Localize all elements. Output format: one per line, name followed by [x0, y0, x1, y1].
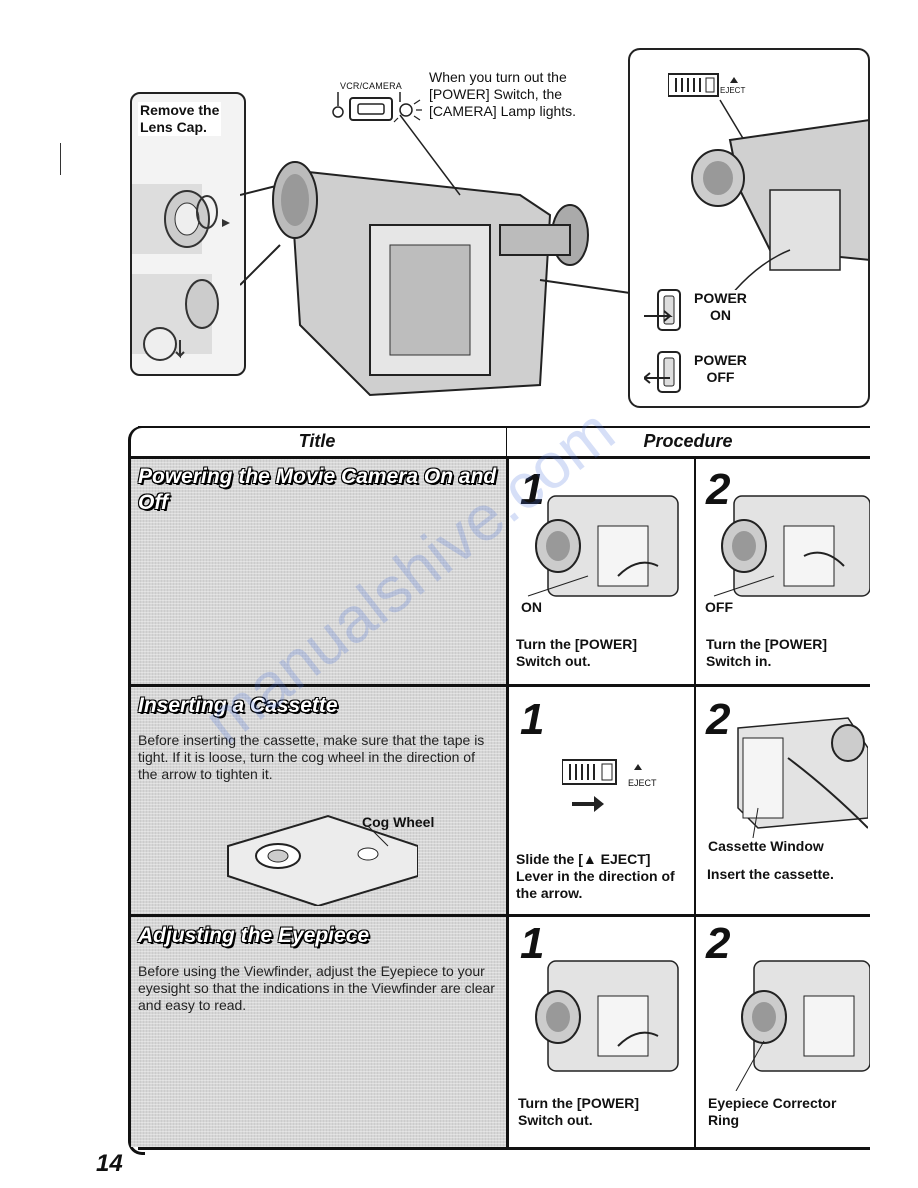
cog-wheel-label: Cog Wheel	[362, 814, 435, 830]
lens-cap-label: Remove the Lens Cap.	[138, 102, 222, 136]
title-header: Title	[298, 431, 336, 451]
table-left-border	[128, 426, 145, 1155]
eject-lever-icon	[668, 73, 738, 97]
procedure-header: Procedure	[643, 431, 733, 451]
step-caption: Turn the [POWER] Switch in.	[706, 636, 828, 669]
eyepiece-step2-illustration	[735, 960, 870, 1091]
step-caption: Eyepiece Corrector Ring	[708, 1095, 837, 1128]
section-title-eyepiece: Adjusting the Eyepiece	[138, 924, 370, 947]
step-caption: Turn the [POWER] Switch out.	[516, 636, 638, 669]
lens-cap-illustration	[132, 184, 230, 361]
step-number: 2	[706, 919, 731, 968]
camera-closeup-illustration	[691, 99, 868, 290]
step-number: 1	[520, 919, 545, 968]
vcr-camera-label: VCR/CAMERA	[340, 81, 403, 91]
section-body-eyepiece: Before using the Viewfinder, adjust the …	[138, 963, 495, 1013]
power-on-step-illustration	[527, 495, 679, 597]
step-number: 2	[706, 695, 731, 744]
step-label-off: OFF	[705, 599, 733, 615]
title-column	[131, 459, 506, 1147]
power-on-icon	[644, 289, 681, 331]
eject-label-small: EJECT	[628, 778, 657, 788]
row-divider-1	[131, 684, 870, 687]
power-off-step-illustration	[713, 495, 870, 597]
power-switch-panel: EJECT POWER ON POWER OFF	[628, 48, 870, 408]
step-caption: Insert the cassette.	[707, 866, 834, 882]
step-caption: Slide the [▲ EJECT] Lever in the directi…	[516, 851, 675, 901]
insert-cassette-illustration	[737, 717, 868, 838]
step-label-on: ON	[521, 599, 542, 615]
power-off-label: POWER OFF	[694, 352, 747, 385]
header-divider	[506, 428, 507, 458]
step-caption: Turn the [POWER] Switch out.	[518, 1095, 640, 1128]
procedure-table: Title Procedure Powering the Movie Camer…	[128, 426, 870, 1155]
table-bottom-line	[138, 1147, 870, 1150]
eject-slide-icon	[562, 759, 642, 812]
camera-lamp-icon	[332, 92, 422, 123]
section-title-cassette: Inserting a Cassette	[138, 694, 338, 717]
step-number: 1	[520, 695, 545, 744]
section-body-cassette: Before inserting the cassette, make sure…	[138, 732, 485, 782]
header-underline	[131, 456, 870, 459]
cassette-window-label: Cassette Window	[708, 838, 824, 854]
lens-cap-panel: Remove the Lens Cap.	[130, 92, 246, 376]
column-divider	[506, 459, 509, 1147]
left-margin-bar	[60, 143, 61, 175]
power-on-label: POWER ON	[694, 290, 747, 323]
table-top-line	[138, 426, 870, 428]
step-number: 2	[706, 465, 731, 514]
page-number: 14	[96, 1150, 123, 1177]
row-divider-2	[131, 914, 870, 917]
step-number: 1	[520, 465, 545, 514]
section-title-power: Powering the Movie Camera On and Off	[138, 465, 497, 514]
step-divider	[694, 459, 696, 1147]
eject-label: EJECT	[720, 86, 746, 95]
eyepiece-step1-illustration	[535, 960, 679, 1072]
cassette-illustration	[227, 814, 418, 906]
power-off-icon	[644, 351, 681, 393]
lamp-note: When you turn out the [POWER] Switch, th…	[429, 69, 577, 119]
camera-illustration	[240, 114, 631, 397]
